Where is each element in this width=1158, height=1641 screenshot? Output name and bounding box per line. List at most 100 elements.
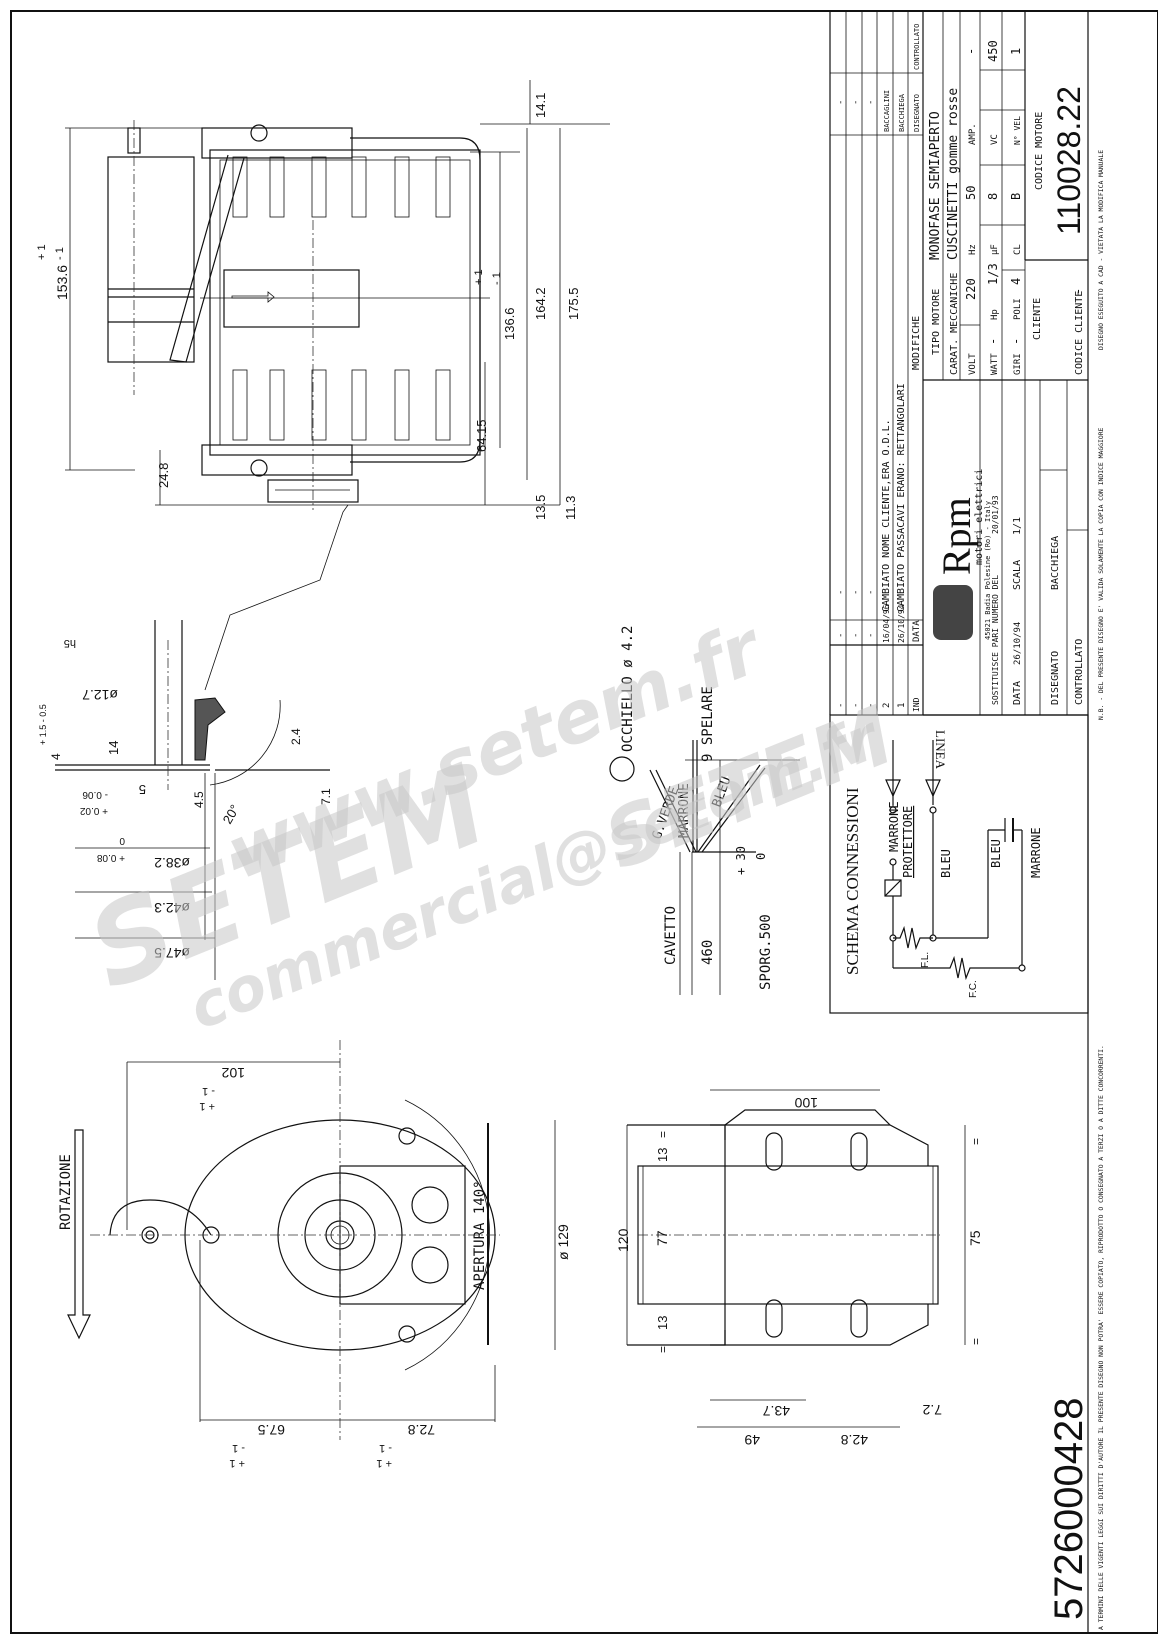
dim-equal: = bbox=[969, 1138, 983, 1145]
label-codice-cliente: CODICE CLIENTE bbox=[1074, 291, 1085, 375]
dim-75: 75 bbox=[967, 1230, 983, 1246]
spec-label-giri: GIRI bbox=[1013, 353, 1023, 375]
dim-tol: - 0.06 bbox=[82, 789, 108, 800]
value-sostituisce-date: 20/01/93 bbox=[991, 495, 1000, 534]
label-marrone-top: MARRONE bbox=[887, 801, 901, 852]
spec-label-amp: AMP. bbox=[968, 123, 978, 145]
dim-tol: - 1 bbox=[232, 1442, 245, 1454]
spec-label-volt: VOLT bbox=[968, 353, 978, 375]
dim-sporg-500: SPORG.500 bbox=[758, 914, 774, 990]
rev-date: - bbox=[866, 633, 876, 638]
dim-tol: + 1 bbox=[376, 1457, 392, 1469]
dim-72-8: 72.8 bbox=[408, 1422, 435, 1438]
tol-h5: h5 bbox=[64, 637, 76, 649]
dim-equal-top: = bbox=[656, 1131, 670, 1138]
dim-tol: + 1 bbox=[199, 1100, 215, 1112]
dim-43-7: 43.7 bbox=[763, 1403, 790, 1419]
rev-by: - bbox=[851, 100, 861, 105]
bracket-view: 100 120 77 13 13 = = 75 = = 43.7 49 42.8… bbox=[615, 1089, 983, 1448]
label-occhiello: OCCHIELLO ø 4.2 bbox=[620, 626, 636, 752]
rev-by: - bbox=[836, 100, 846, 105]
label-cavetto: CAVETTO bbox=[663, 906, 679, 965]
dim-5: 5 bbox=[139, 782, 146, 797]
dim-4: 4 bbox=[49, 753, 63, 760]
dim-136-6: 136.6 bbox=[502, 307, 517, 340]
spec-value-amp: - bbox=[964, 48, 978, 55]
wiring-schema: SCHEMA CONNESSIONI LINEA MARRONE PROTETT… bbox=[829, 714, 1089, 1014]
rev-desc: - bbox=[866, 590, 876, 595]
label-scala: SCALA bbox=[1012, 560, 1023, 590]
dim-tol: + 30 bbox=[734, 846, 748, 875]
dim-24-8: 24.8 bbox=[156, 463, 171, 488]
dim-11-3: 11.3 bbox=[563, 496, 578, 520]
spec-label-vc: VC bbox=[990, 134, 1000, 145]
label-codice-motore: CODICE MOTORE bbox=[1034, 112, 1045, 190]
drawing-number: 5726000428 bbox=[1047, 1398, 1091, 1620]
dim-tol: 0 bbox=[754, 853, 768, 860]
label-marrone-bottom: MARRONE bbox=[1029, 827, 1043, 878]
label-bleu-2: BLEU bbox=[989, 839, 1003, 868]
dim-d38-2: ø38.2 bbox=[154, 855, 190, 871]
dim-d12-7: ø12.7 bbox=[82, 687, 118, 703]
label-data: DATA bbox=[1012, 681, 1023, 705]
spec-value-watt: - bbox=[986, 338, 1000, 345]
rev-date: 16/04/96 bbox=[882, 604, 891, 643]
spec-value-vc: 450 bbox=[986, 40, 1000, 62]
side-view: 153.6 + 1 - 1 14.1 136.6 + 1 - 1 164.2 1… bbox=[36, 80, 610, 691]
dim-tol: + 1 bbox=[229, 1457, 245, 1469]
spec-label-cl: CL bbox=[1013, 244, 1023, 255]
dim-tol: + 0.02 bbox=[79, 805, 108, 816]
spec-label-uf: μF bbox=[990, 244, 1000, 255]
dim-tol: - 1 bbox=[491, 272, 503, 285]
spec-value-volt: 220 bbox=[964, 278, 978, 300]
dim-7-2: 7.2 bbox=[922, 1402, 942, 1418]
dim-4-5: 4.5 bbox=[192, 791, 206, 808]
dim-7-1: 7.1 bbox=[319, 788, 333, 805]
coil-logo-icon bbox=[933, 585, 973, 640]
dim-42-8: 42.8 bbox=[841, 1432, 868, 1448]
dim-49: 49 bbox=[744, 1432, 760, 1448]
dim-14: 14 bbox=[106, 741, 121, 755]
spec-value-nvel: 1 bbox=[1009, 48, 1023, 55]
logo-subtitle: motori elettrici bbox=[974, 469, 985, 565]
spec-label-nvel: N° VEL bbox=[1013, 116, 1022, 145]
rev-date: 26/10/94 bbox=[897, 604, 906, 643]
dim-tol: + 1 bbox=[36, 244, 48, 260]
value-disegnato: BACCHIEGA bbox=[1050, 536, 1061, 590]
label-tipo-motore: TIPO MOTORE bbox=[931, 289, 942, 355]
spec-value-giri: - bbox=[1009, 338, 1023, 345]
value-scala: 1/1 bbox=[1012, 517, 1023, 535]
label-marrone: MARRONE bbox=[677, 783, 692, 838]
rev-desc: CAMBIATO PASSACAVI ERANO: RETTANGOLARI bbox=[896, 383, 907, 612]
footer-note-validity: N.B. - DEL PRESENTE DISEGNO E' VALIDA SO… bbox=[1097, 427, 1105, 720]
value-codice-motore: 110028.22 bbox=[1051, 86, 1087, 235]
dim-13-bottom: 13 bbox=[655, 1316, 670, 1330]
footer-note-cad: DISEGNO ESEGUITO A CAD - VIETATA LA MODI… bbox=[1097, 150, 1105, 350]
label-cliente: CLIENTE bbox=[1032, 298, 1043, 340]
dim-100: 100 bbox=[794, 1095, 818, 1111]
sheet-border bbox=[10, 10, 1158, 1634]
spec-label-watt: WATT bbox=[990, 353, 1000, 375]
rev-ind: - bbox=[836, 703, 846, 708]
rotation-arrow-icon bbox=[67, 1129, 91, 1340]
rev-by: BACCHIEGA bbox=[898, 93, 906, 132]
dim-d129: ø 129 bbox=[555, 1224, 571, 1260]
schema-title: SCHEMA CONNESSIONI bbox=[843, 787, 862, 975]
shaft-detail: ø12.7 h5 14 4 + 1.5 - 0.5 5 + 0.02 - 0.0… bbox=[38, 620, 333, 980]
spec-value-poli: 4 bbox=[1009, 278, 1023, 285]
dim-64-15: 64.15 bbox=[474, 419, 489, 452]
dim-14-1: 14.1 bbox=[533, 93, 548, 118]
watermark: www.setem.fr SETEM SETEM commercial@sete… bbox=[72, 604, 906, 1044]
dim-175-5: 175.5 bbox=[566, 287, 581, 320]
dim-tol: - 1 bbox=[202, 1085, 215, 1097]
spec-value-hz: 50 bbox=[964, 186, 978, 200]
dim-d42-3: ø42.3 bbox=[154, 900, 190, 916]
rev-header-ind: IND bbox=[912, 697, 921, 712]
dim-13-5: 13.5 bbox=[533, 495, 548, 520]
label-disegnato: DISEGNATO bbox=[1050, 651, 1061, 705]
dim-67-5: 67.5 bbox=[258, 1422, 285, 1438]
dim-tol: - 1 bbox=[54, 247, 66, 260]
label-sostituisce: SOSTITUISCE PARI NUMERO DEL bbox=[991, 575, 1000, 705]
rev-header-disegnato: DISEGNATO bbox=[913, 94, 921, 132]
